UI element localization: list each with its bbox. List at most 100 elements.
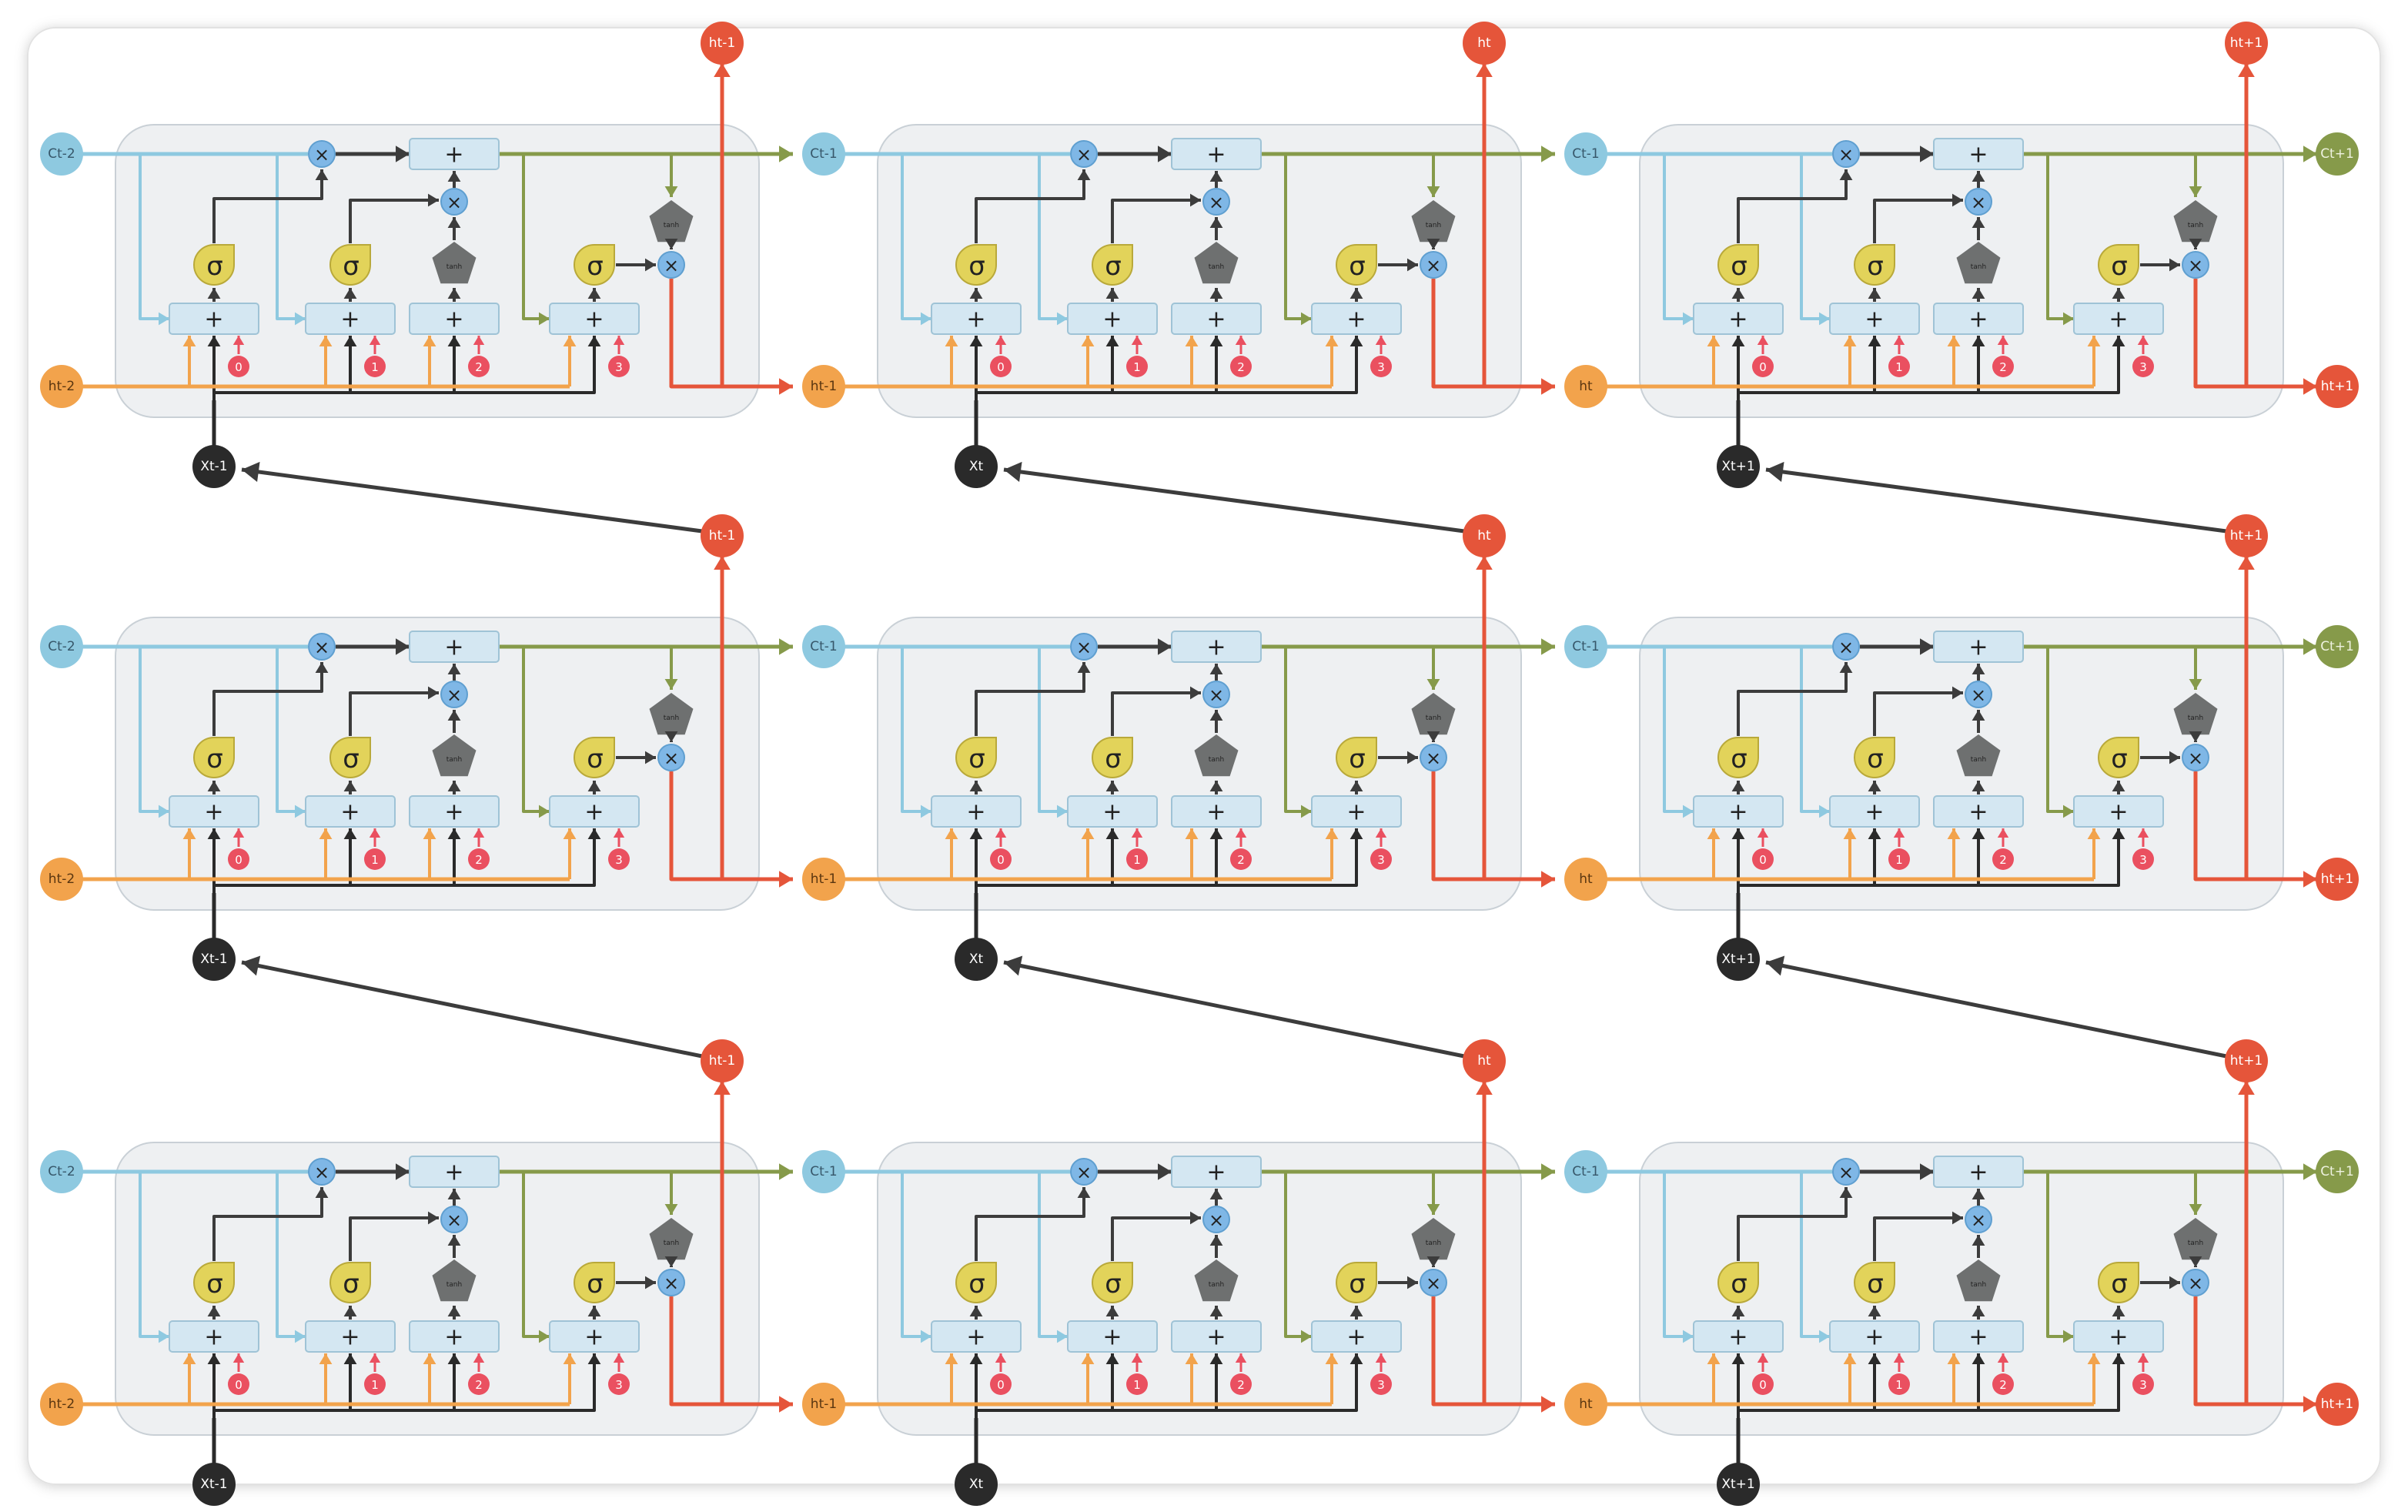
output-multiply: ×: [657, 1269, 685, 1296]
peephole-line-3-arrowhead: [2063, 1330, 2074, 1343]
cell-state-mid-line-arrowhead: [1920, 1163, 1934, 1180]
gate-add-box-0: +: [169, 303, 259, 335]
bias-label-3: 3: [1377, 360, 1385, 374]
tanh-pentagon-icon: [2173, 693, 2218, 735]
bias-node-2: 2: [1230, 848, 1252, 870]
multiply-icon: ×: [664, 1273, 679, 1294]
candidate-tanh: tanh: [1956, 242, 2001, 284]
x-to-gate-line-1-arrowhead: [1105, 1353, 1119, 1364]
add-icon: +: [1865, 1324, 1884, 1351]
add-icon: +: [1206, 1159, 1226, 1186]
bias-line-1-arrowhead: [369, 1353, 381, 1363]
cell-update-add-box-rect: [1171, 138, 1262, 170]
gate-add-box-3-rect: [2073, 795, 2164, 828]
gate-add-box-2-rect: [1933, 795, 2024, 828]
forget-gate-sigmoid: σ: [1717, 244, 1759, 286]
gate-add-box-3: +: [2073, 1320, 2164, 1353]
forget-gate-line: [975, 169, 1085, 243]
bias-label-0: 0: [1759, 360, 1767, 374]
x-to-gate-line-3: [212, 336, 596, 400]
input-gate-line: [1873, 691, 1963, 736]
hidden-up-line-arrowhead: [714, 63, 731, 77]
hidden-out-node-label: ht+1: [2321, 871, 2354, 887]
output-gate-sigmoid: σ: [1336, 737, 1377, 778]
gate-add-up-line-3-arrowhead: [2112, 288, 2125, 299]
sigmoid-gate-icon: [955, 737, 997, 778]
bias-line-0-arrowhead: [995, 336, 1007, 345]
input-gate-sigmoid: σ: [1854, 1262, 1895, 1303]
sigmoid-gate-icon: [2098, 244, 2139, 286]
hidden-in-node: ht: [1564, 365, 1607, 408]
bias-node-3: 3: [1370, 1373, 1392, 1395]
input-multiply-circle: [1202, 1206, 1230, 1233]
hidden-out-line-arrowhead: [1541, 378, 1555, 395]
candidate-to-multiply-line-arrowhead: [447, 217, 461, 228]
sigmoid-label: σ: [1105, 251, 1122, 282]
cell-state-in-node-circle: [1564, 1150, 1607, 1193]
bias-circle-2: [1230, 848, 1252, 870]
hidden-out-line-arrowhead: [1541, 871, 1555, 888]
bias-label-2: 2: [475, 360, 483, 374]
gate-add-box-2: +: [409, 795, 500, 828]
hidden-to-gate-line-1-arrowhead: [1081, 336, 1095, 346]
tanh-to-multiply-line-arrowhead: [2189, 731, 2202, 742]
forget-gate-sigmoid: σ: [955, 1262, 997, 1303]
gate-add-box-1: +: [1829, 795, 1920, 828]
x-input-node-circle: [955, 1463, 998, 1506]
candidate-tanh: tanh: [1956, 734, 2001, 777]
cell-state-in-node: Ct-1: [1564, 1150, 1607, 1193]
sigmoid-gate-icon: [1336, 244, 1377, 286]
bias-circle-0: [990, 356, 1012, 377]
bias-circle-3: [2132, 1373, 2154, 1395]
sigmoid-gate-icon: [1717, 737, 1759, 778]
add-icon: +: [1102, 799, 1122, 826]
bias-node-3: 3: [608, 848, 630, 870]
gate-add-up-line-0-arrowhead: [969, 288, 983, 299]
sigmoid-label: σ: [587, 251, 604, 282]
sigmoid-gate-icon: [329, 1262, 371, 1303]
peephole-line-3-arrowhead: [1301, 805, 1312, 818]
gate-add-box-1: +: [1067, 795, 1158, 828]
hidden-top-node-label: ht: [1477, 35, 1491, 51]
tanh-pentagon-icon: [432, 1259, 477, 1302]
x-to-gate-line-2-arrowhead: [1972, 1353, 1985, 1364]
gate-add-up-line-0-arrowhead: [1731, 1306, 1745, 1316]
hidden-out-node-circle: [2316, 365, 2359, 408]
bias-node-2: 2: [468, 848, 490, 870]
hidden-in-node: ht-1: [802, 858, 845, 901]
forget-gate-line-arrowhead: [1077, 662, 1091, 673]
forget-multiply-circle: [308, 140, 336, 168]
input-multiply-circle: [1965, 188, 1992, 216]
cell-state-mid-line-arrowhead: [396, 1163, 410, 1180]
peephole-line-3-arrowhead: [539, 1330, 550, 1343]
cell-state-out-line-arrowhead: [779, 638, 793, 655]
hidden-in-node: ht-2: [40, 365, 83, 408]
add-icon: +: [1968, 799, 1988, 826]
add-icon: +: [1968, 306, 1988, 333]
forget-gate-sigmoid: σ: [193, 1262, 235, 1303]
bias-circle-1: [1126, 356, 1148, 377]
cell-state-out-line-arrowhead: [779, 146, 793, 162]
gate-add-box-3: +: [549, 795, 640, 828]
input-multiply-circle: [1202, 188, 1230, 216]
candidate-to-multiply-line-arrowhead: [1972, 217, 1985, 228]
bias-circle-3: [1370, 1373, 1392, 1395]
gate-add-box-3: +: [549, 303, 640, 335]
cell-state-out-node-circle: [2316, 1150, 2359, 1193]
layer-connector-r1-c1-arrowhead: [242, 461, 260, 483]
gate-add-box-0: +: [169, 1320, 259, 1353]
output-gate-sigmoid: σ: [2098, 737, 2139, 778]
hidden-top-node-circle: [701, 22, 744, 65]
layer-connector-r1-c2: [1003, 467, 1465, 534]
gate-add-box-1: +: [305, 303, 396, 335]
x-to-gate-line-2-arrowhead: [1209, 336, 1223, 346]
hidden-top-node: ht-1: [701, 514, 744, 557]
forget-multiply: ×: [308, 1158, 336, 1186]
forget-multiply-circle: [1070, 1158, 1098, 1186]
hidden-in-node: ht: [1564, 858, 1607, 901]
bias-label-3: 3: [615, 1378, 623, 1392]
hidden-to-gate-line-0-arrowhead: [945, 336, 958, 346]
sigmoid-label: σ: [587, 744, 604, 774]
multiply-icon: ×: [314, 637, 329, 658]
